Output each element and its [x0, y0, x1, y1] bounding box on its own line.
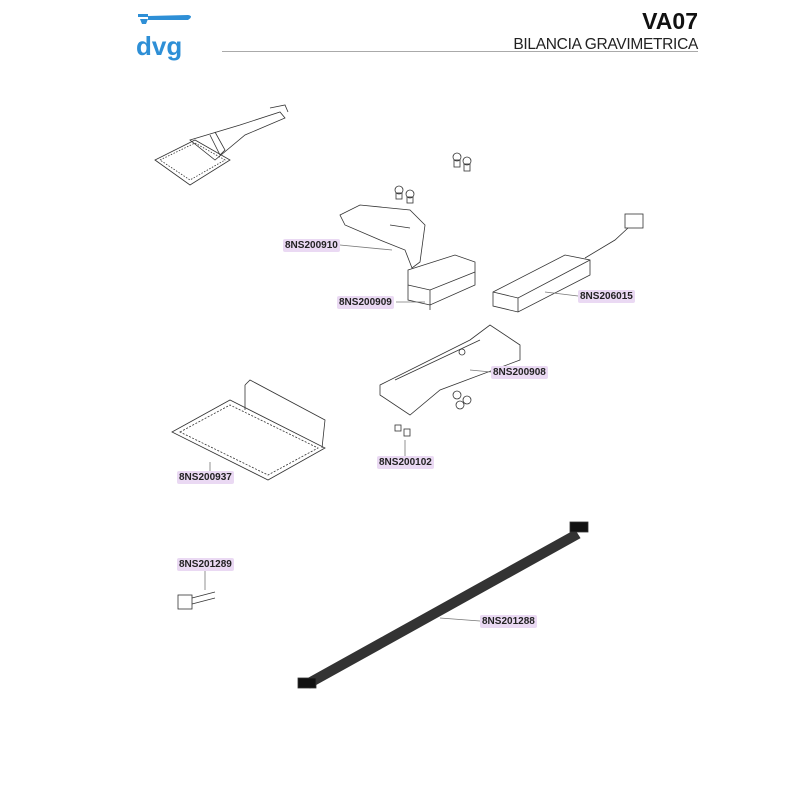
cover-drawing: [407, 254, 476, 310]
assembly-overview-drawing: [154, 104, 289, 186]
part-label-8NS200910: 8NS200910: [283, 239, 340, 252]
screws-drawing: [394, 152, 472, 204]
svg-text:dvg: dvg: [136, 31, 182, 61]
part-label-8NS201289: 8NS201289: [177, 558, 234, 571]
drip-tray-drawing: [171, 379, 326, 481]
part-label-8NS201288: 8NS201288: [480, 615, 537, 628]
document-title: BILANCIA GRAVIMETRICA: [513, 36, 698, 53]
connector-drawing: [177, 591, 216, 610]
spacer-drawing: [394, 424, 411, 437]
part-label-8NS200102: 8NS200102: [377, 456, 434, 469]
dvg-logo: dvg: [136, 14, 191, 61]
ribbon-cable-drawing: [297, 521, 589, 689]
part-label-8NS206015: 8NS206015: [578, 290, 635, 303]
header-divider: [222, 51, 698, 52]
load-cell-drawing: [492, 213, 644, 313]
document-code: VA07: [642, 8, 698, 34]
part-label-8NS200909: 8NS200909: [337, 296, 394, 309]
part-label-8NS200908: 8NS200908: [491, 366, 548, 379]
base-plate-drawing: [379, 324, 521, 416]
part-label-8NS200937: 8NS200937: [177, 471, 234, 484]
bracket-drawing: [339, 204, 426, 269]
